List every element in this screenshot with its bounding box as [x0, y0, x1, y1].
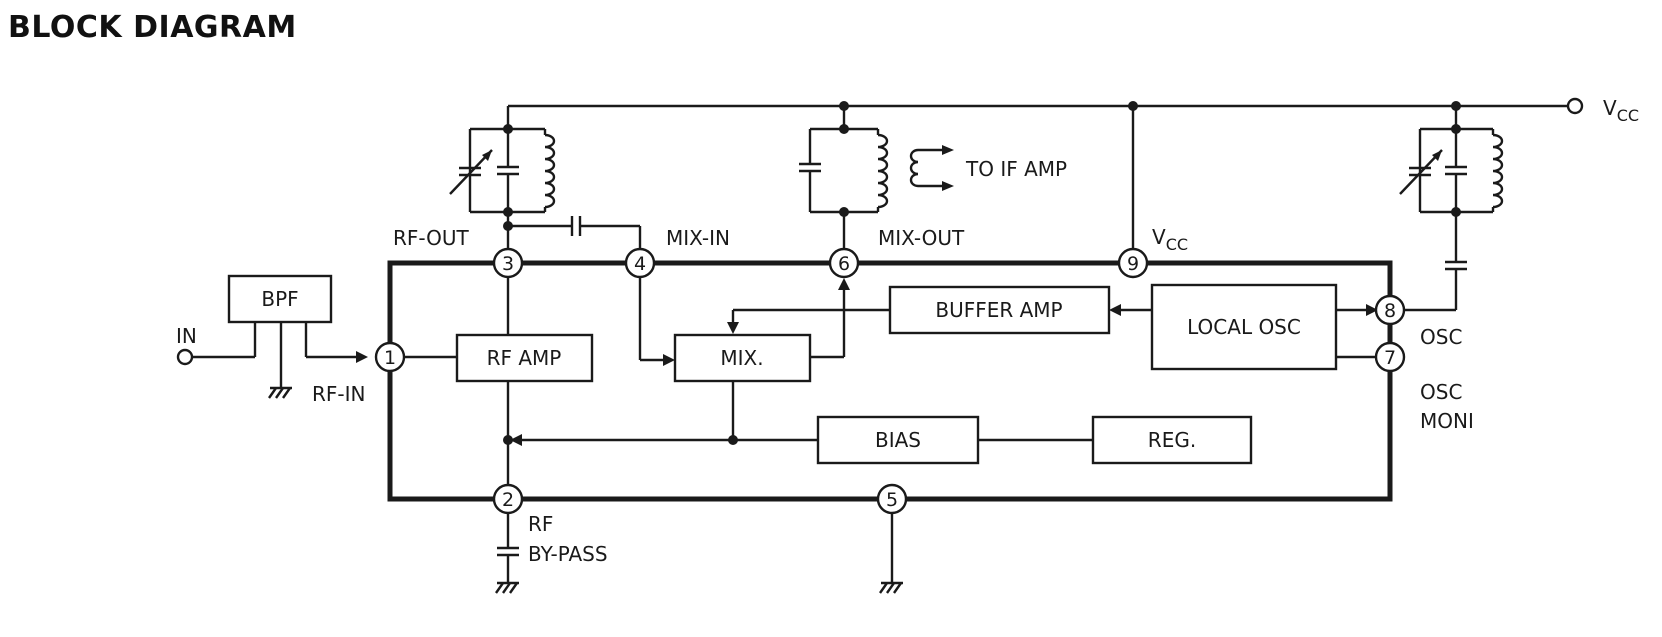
label-osc-moni-line2: MONI [1420, 409, 1474, 433]
label-osc-moni-line1: OSC [1420, 380, 1462, 404]
label-osc: OSC [1420, 325, 1462, 349]
svg-text:9: 9 [1127, 253, 1139, 275]
vcc-rail [508, 97, 1584, 115]
svg-text:2: 2 [502, 489, 514, 511]
label-mix-in: MIX-IN [666, 226, 730, 250]
svg-text:4: 4 [634, 253, 646, 275]
label-rf-out: RF-OUT [393, 226, 470, 250]
bias-block: BIAS [816, 415, 980, 465]
osc-tank-circuit [1399, 106, 1504, 312]
local-osc-block: LOCAL OSC [1150, 283, 1338, 371]
reg-block: REG. [1091, 415, 1253, 465]
svg-text:BPF: BPF [261, 287, 298, 311]
input-network [176, 322, 368, 399]
svg-text:6: 6 [838, 253, 850, 275]
svg-text:5: 5 [886, 489, 898, 511]
mix-tank-circuit [799, 106, 954, 250]
svg-text:BIAS: BIAS [875, 428, 921, 452]
svg-text:BUFFER AMP: BUFFER AMP [935, 298, 1062, 322]
pin-9: 9 [1117, 247, 1149, 279]
pin-8: 8 [1374, 294, 1406, 326]
pin-1: 1 [374, 341, 406, 373]
buffer-amp-block: BUFFER AMP [888, 285, 1111, 335]
page-title: BLOCK DIAGRAM [8, 10, 297, 45]
svg-text:REG.: REG. [1148, 428, 1196, 452]
label-mix-out: MIX-OUT [878, 226, 965, 250]
label-to-if-amp: TO IF AMP [965, 157, 1067, 181]
pin-5: 5 [876, 483, 908, 515]
pin-6: 6 [828, 247, 860, 279]
rf-bypass-network [495, 514, 519, 594]
label-rf-bypass-line1: RF [528, 512, 553, 536]
pin-7: 7 [1374, 341, 1406, 373]
svg-text:8: 8 [1384, 300, 1396, 322]
label-vcc-pin: VCC [1152, 225, 1188, 254]
label-rf-in: RF-IN [312, 382, 365, 406]
rf-tank-circuit [449, 106, 642, 250]
pin-2: 2 [492, 483, 524, 515]
svg-text:1: 1 [384, 347, 396, 369]
svg-text:3: 3 [502, 253, 514, 275]
pin-4: 4 [624, 247, 656, 279]
svg-text:MIX.: MIX. [720, 346, 763, 370]
ground-symbol [879, 514, 903, 594]
pin-3: 3 [492, 247, 524, 279]
label-in: IN [176, 324, 197, 348]
label-rf-bypass-line2: BY-PASS [528, 542, 608, 566]
rf-amp-block: RF AMP [455, 333, 594, 383]
svg-text:RF AMP: RF AMP [487, 346, 562, 370]
svg-text:LOCAL OSC: LOCAL OSC [1187, 315, 1301, 339]
svg-text:7: 7 [1384, 347, 1396, 369]
label-vcc-main: VCC [1603, 96, 1639, 125]
bpf-block: BPF [227, 274, 333, 324]
internal-wiring [404, 276, 1378, 484]
mix-block: MIX. [673, 333, 812, 383]
